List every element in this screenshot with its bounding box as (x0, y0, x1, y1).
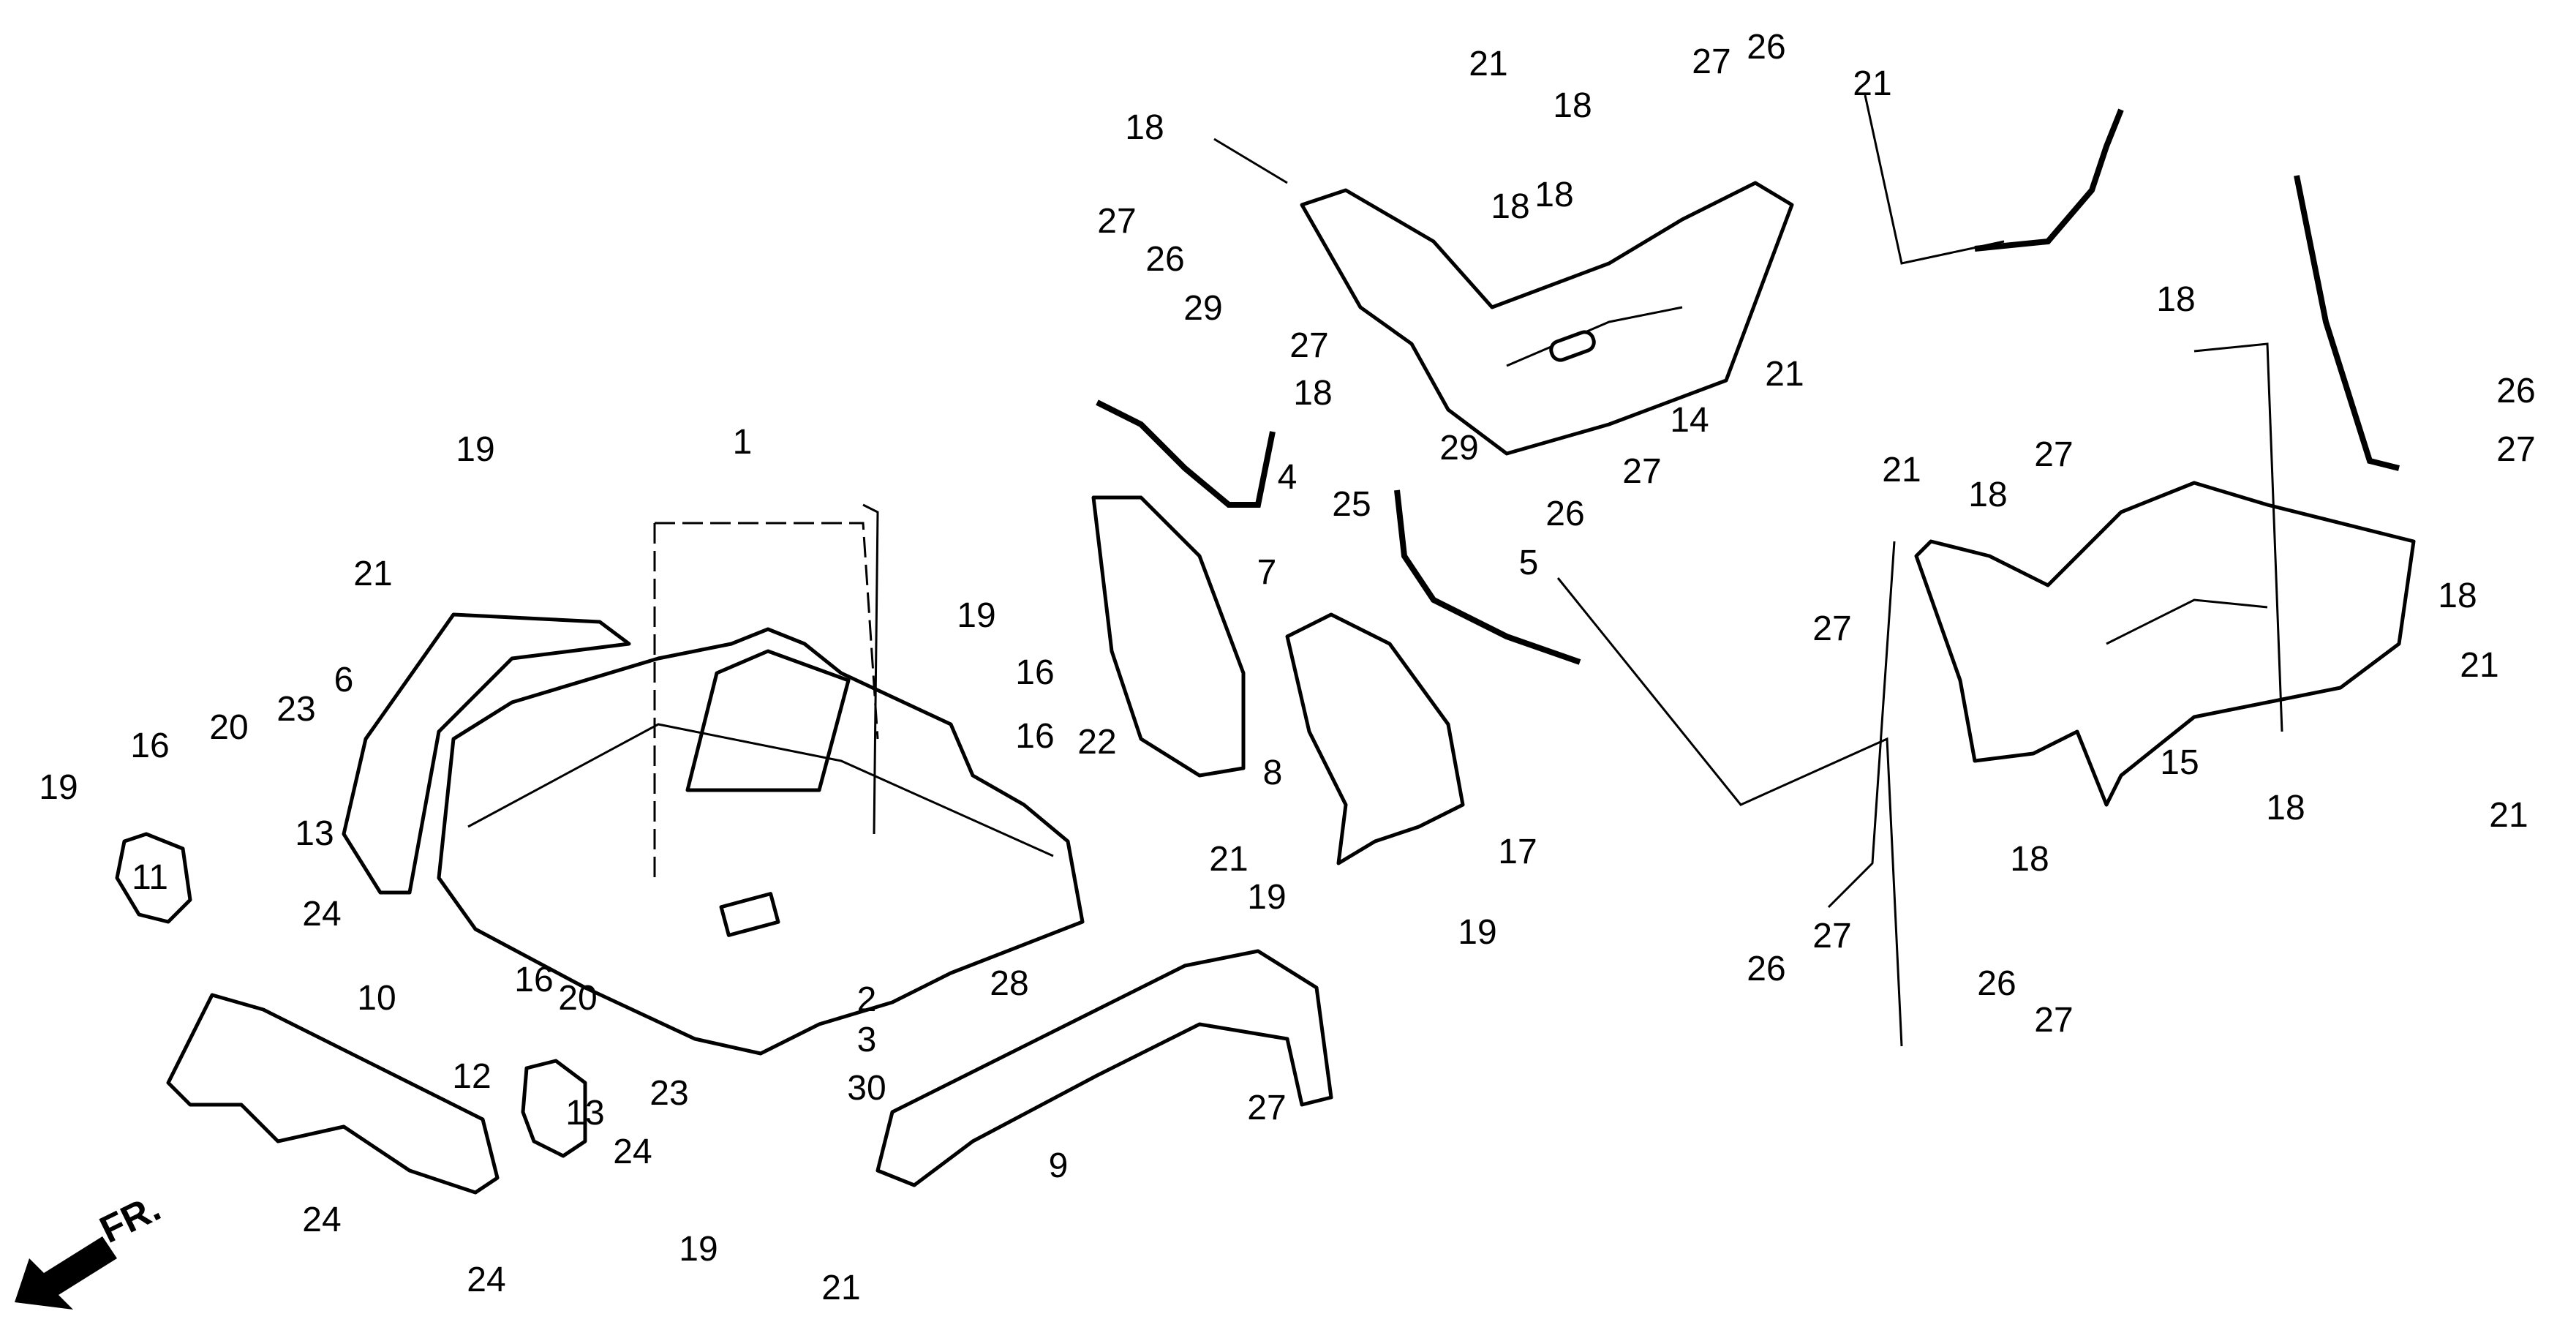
callout-18: 18 (2156, 280, 2195, 319)
callout-27: 27 (2034, 435, 2073, 474)
callout-21: 21 (821, 1269, 860, 1307)
callout-20: 20 (209, 708, 248, 747)
callout-18: 18 (1968, 476, 2007, 514)
callout-26: 26 (1747, 28, 1785, 67)
callout-16: 16 (1015, 717, 1054, 756)
callout-27: 27 (1812, 917, 1851, 955)
front-direction-arrow-icon: FR. (15, 1187, 167, 1310)
callout-27: 27 (2034, 1001, 2073, 1040)
callout-18: 18 (1125, 108, 1164, 147)
callout-3: 3 (857, 1021, 877, 1059)
callout-18: 18 (1293, 374, 1332, 413)
footwell-guard-part-7 (1091, 495, 1246, 778)
callout-16: 16 (1015, 653, 1054, 692)
callout-17: 17 (1498, 833, 1537, 871)
callout-1: 1 (733, 423, 753, 462)
callout-21: 21 (2460, 646, 2498, 685)
callout-29: 29 (1439, 429, 1478, 467)
callout-19: 19 (679, 1230, 718, 1269)
callout-13: 13 (295, 814, 334, 853)
callout-24: 24 (302, 895, 341, 934)
fender-side-part-6 (342, 612, 631, 895)
callout-22: 22 (1077, 723, 1116, 762)
callout-21: 21 (1765, 355, 1804, 394)
floor-panel-part-15 (1914, 481, 2416, 807)
callout-18: 18 (2266, 789, 2305, 827)
callout-16: 16 (130, 726, 169, 765)
callout-15: 15 (2160, 743, 2199, 782)
callout-27: 27 (1622, 452, 1661, 491)
callout-26: 26 (1977, 964, 2016, 1003)
bracket-part-11 (115, 832, 192, 924)
callout-21: 21 (1469, 45, 1507, 83)
callout-13: 13 (565, 1094, 604, 1133)
callout-21: 21 (2489, 796, 2528, 835)
callout-26: 26 (1545, 495, 1584, 533)
callout-5: 5 (1519, 544, 1539, 582)
callout-19: 19 (39, 768, 78, 807)
callout-27: 27 (1289, 326, 1328, 365)
callout-18: 18 (1553, 86, 1592, 125)
bracket-part-12 (521, 1059, 587, 1158)
callout-26: 26 (1747, 950, 1785, 988)
callout-27: 27 (1812, 609, 1851, 648)
callout-19: 19 (456, 430, 494, 469)
stay-part-4 (1096, 399, 1276, 508)
front-fender-part-1 (437, 627, 1085, 1056)
floor-panel-part-14 (1300, 181, 1794, 456)
callout-25: 25 (1332, 485, 1371, 524)
callout-10: 10 (357, 979, 396, 1018)
callout-6: 6 (334, 661, 354, 699)
skid-plate-part-10 (166, 993, 500, 1195)
stay-part-5 (1394, 489, 1581, 665)
callout-24: 24 (302, 1201, 341, 1239)
callout-19: 19 (1247, 878, 1286, 917)
callout-2: 2 (857, 980, 877, 1019)
callout-27: 27 (1247, 1089, 1286, 1127)
fender-step-part-9 (875, 949, 1333, 1187)
callout-21: 21 (1853, 64, 1891, 103)
callout-8: 8 (1263, 754, 1283, 792)
callout-27: 27 (1692, 42, 1730, 81)
callout-30: 30 (847, 1069, 886, 1108)
footwell-guard-part-8 (1285, 612, 1465, 865)
callout-7: 7 (1257, 553, 1277, 592)
callout-24: 24 (613, 1133, 652, 1171)
stay-rod-upper (1974, 108, 2400, 471)
callout-27: 27 (2496, 430, 2535, 469)
callout-23: 23 (649, 1074, 688, 1113)
callout-12: 12 (452, 1057, 491, 1096)
callout-26: 26 (2496, 372, 2535, 410)
callout-21: 21 (1882, 451, 1921, 489)
callout-16: 16 (514, 961, 553, 999)
callout-21: 21 (1209, 840, 1248, 879)
callout-24: 24 (467, 1261, 505, 1299)
callout-18: 18 (1491, 187, 1529, 226)
callout-19: 19 (1458, 913, 1496, 952)
callout-20: 20 (558, 979, 597, 1018)
leader-lines (653, 94, 2283, 1047)
callout-19: 19 (957, 596, 995, 635)
callout-9: 9 (1049, 1146, 1069, 1185)
callout-23: 23 (276, 690, 315, 729)
callout-29: 29 (1183, 289, 1222, 328)
callout-28: 28 (990, 964, 1028, 1003)
callout-4: 4 (1278, 458, 1298, 497)
callout-26: 26 (1145, 240, 1184, 279)
callout-11: 11 (132, 858, 168, 897)
callout-21: 21 (353, 555, 392, 593)
callout-18: 18 (1534, 176, 1573, 214)
callout-18: 18 (2438, 577, 2477, 615)
callout-27: 27 (1097, 202, 1136, 241)
callout-18: 18 (2010, 840, 2049, 879)
callout-14: 14 (1670, 401, 1709, 440)
